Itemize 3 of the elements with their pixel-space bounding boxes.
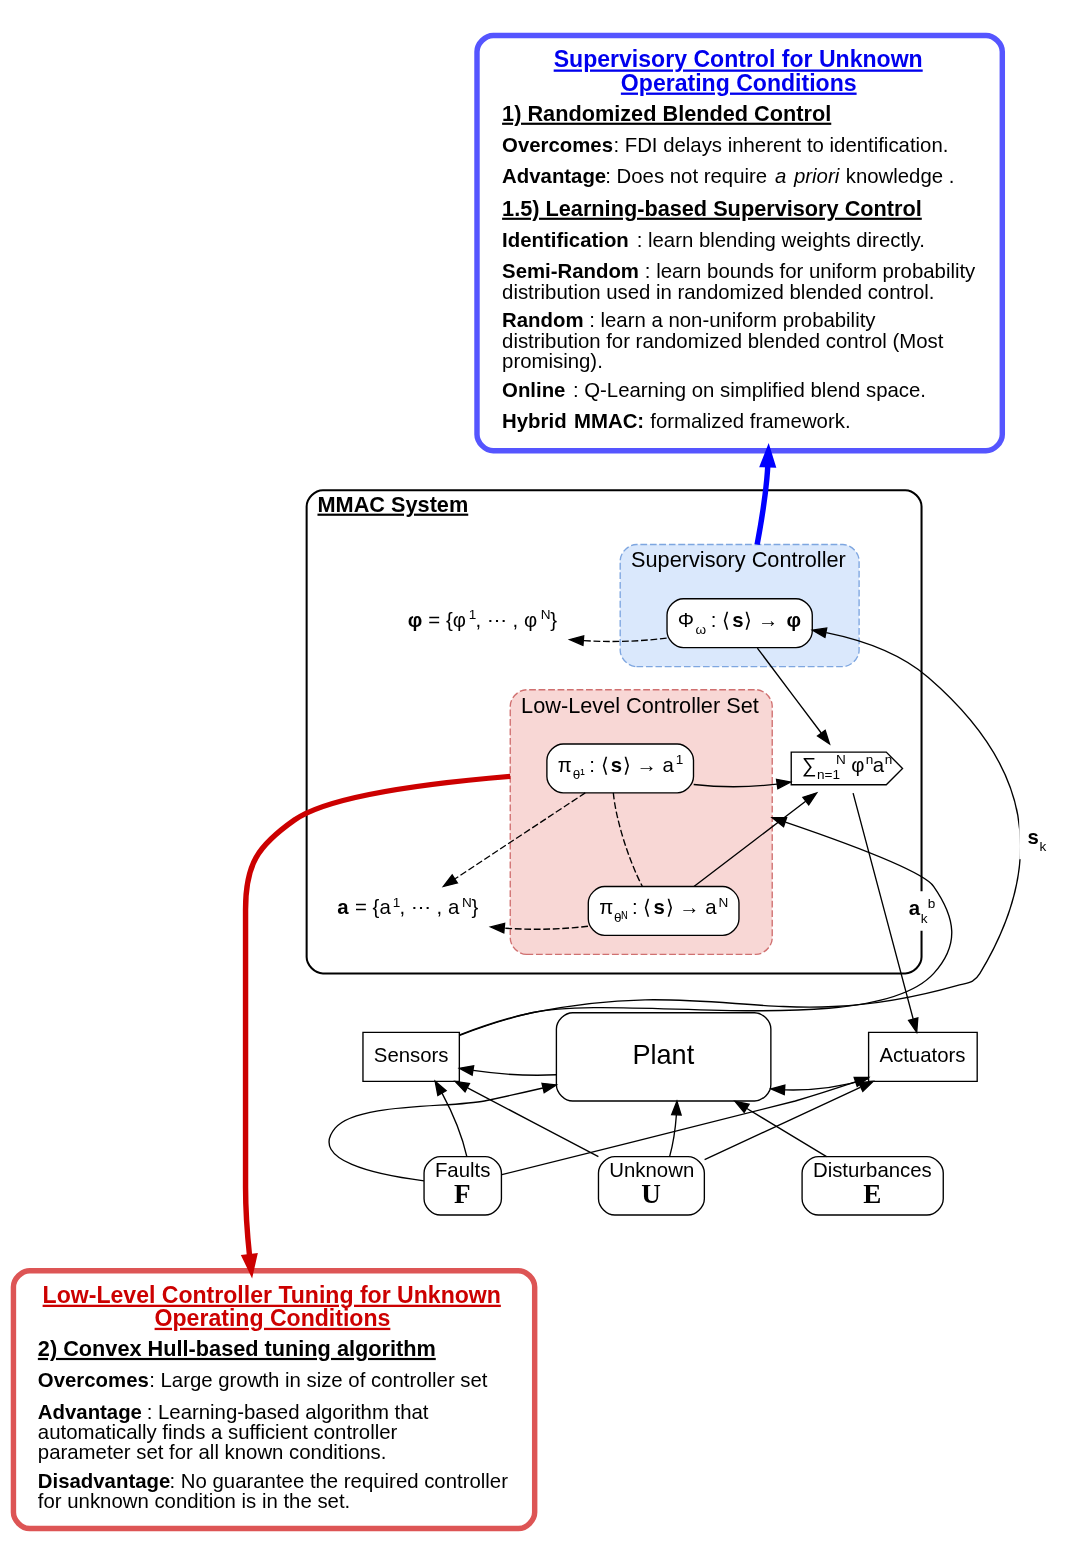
- node-text: a = {a$^{1}$, ⋯ , a$^{N}$}: [337, 894, 479, 919]
- edge-label: s$_{k}$: [1027, 825, 1047, 855]
- node-text: φ = {φ$^{1}$, ⋯ , φ$^{N}$}: [407, 607, 558, 631]
